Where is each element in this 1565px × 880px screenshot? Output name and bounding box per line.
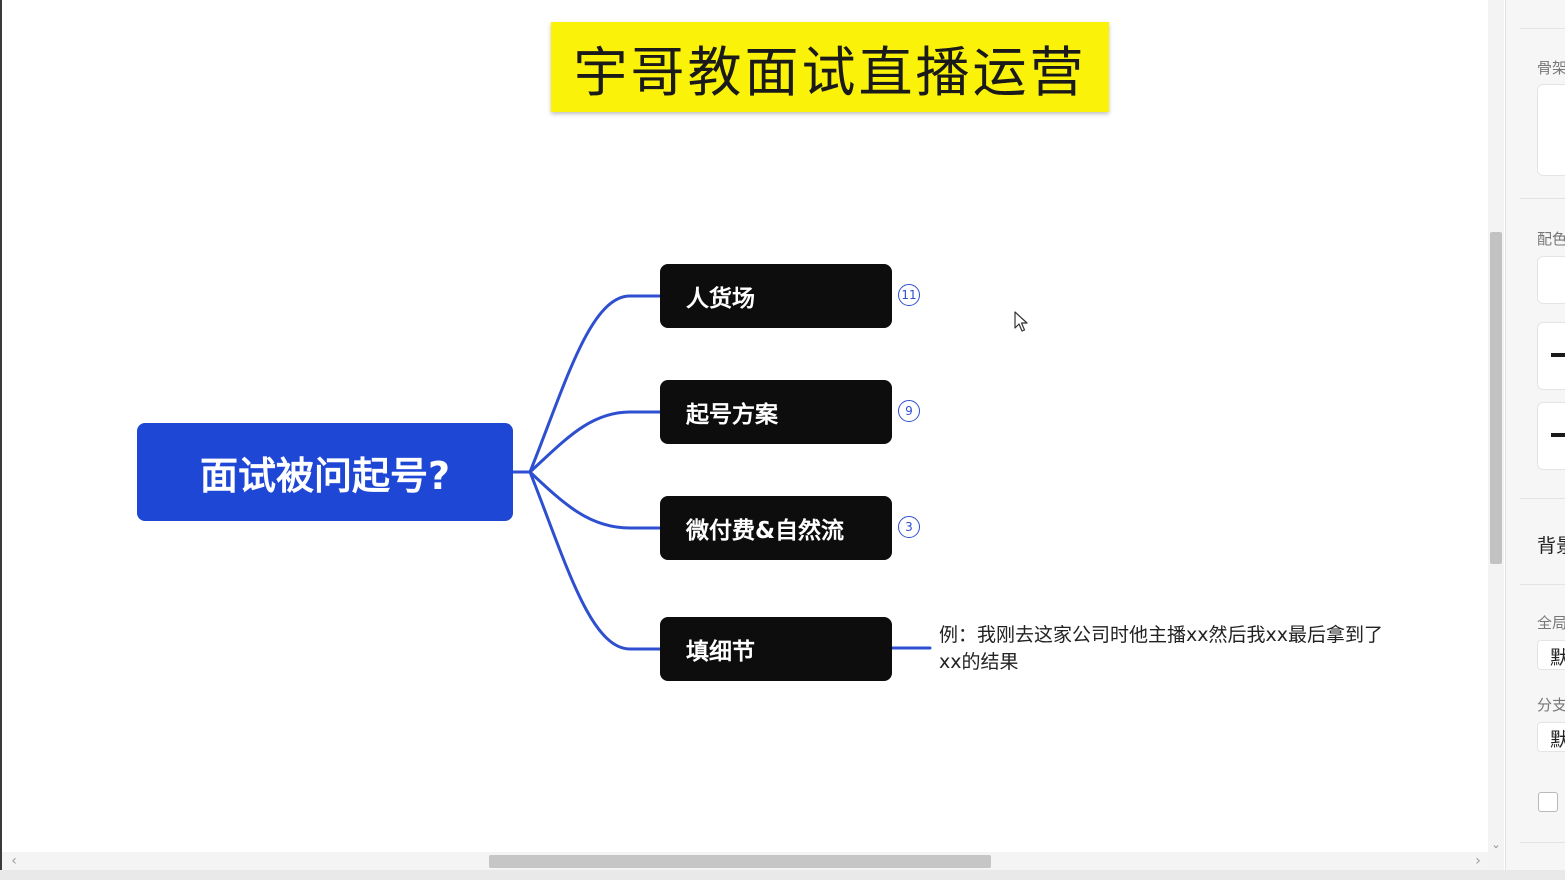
window-left-edge xyxy=(0,0,2,880)
global-font-value: 默 xyxy=(1550,643,1565,669)
connector-branch-4 xyxy=(528,470,662,651)
panel-label-color-scheme: 配色 xyxy=(1537,230,1565,248)
collapse-count-badge-1[interactable]: 11 xyxy=(898,284,920,306)
panel-divider xyxy=(1520,498,1565,499)
color-scheme-card[interactable] xyxy=(1537,256,1565,304)
collapse-count-badge-2[interactable]: 9 xyxy=(898,400,920,422)
banner-title[interactable]: 宇哥教面试直播运营 xyxy=(551,22,1109,112)
skeleton-preview-card[interactable] xyxy=(1537,84,1565,176)
branch-font-select[interactable]: 默 xyxy=(1537,722,1565,752)
vertical-scroll-thumb[interactable] xyxy=(1490,232,1502,564)
status-bar xyxy=(0,870,1565,880)
chevron-left-icon[interactable]: ‹ xyxy=(11,853,17,869)
option-checkbox[interactable] xyxy=(1538,792,1558,812)
chevron-down-icon[interactable]: ⌄ xyxy=(1491,838,1501,851)
panel-divider xyxy=(1520,198,1565,199)
horizontal-scroll-thumb[interactable] xyxy=(489,855,991,868)
panel-label-branch: 分支 xyxy=(1537,696,1565,714)
panel-label-skeleton: 骨架 xyxy=(1537,59,1565,77)
line-style-swatch-icon xyxy=(1551,353,1565,357)
branch-font-value: 默 xyxy=(1550,725,1565,751)
collapse-count-badge-3[interactable]: 3 xyxy=(898,516,920,538)
line-style-swatch-icon xyxy=(1551,433,1565,437)
chevron-right-icon[interactable]: › xyxy=(1475,853,1481,869)
panel-divider xyxy=(1520,842,1565,843)
panel-label-background: 背景 xyxy=(1537,535,1565,557)
panel-label-global: 全局 xyxy=(1537,614,1565,632)
connector-branch-1 xyxy=(528,294,662,474)
panel-divider xyxy=(1520,584,1565,585)
panel-divider xyxy=(1520,28,1565,29)
branch-topic-2[interactable]: 起号方案 xyxy=(660,380,892,444)
branch-topic-3[interactable]: 微付费&自然流 xyxy=(660,496,892,560)
connector-branch-2 xyxy=(528,410,662,474)
global-font-select[interactable]: 默 xyxy=(1537,640,1565,670)
branch-topic-4[interactable]: 填细节 xyxy=(660,617,892,681)
mouse-pointer-icon xyxy=(1014,311,1028,332)
branch-topic-1[interactable]: 人货场 xyxy=(660,264,892,328)
connector-branch-3 xyxy=(528,470,662,530)
root-topic[interactable]: 面试被问起号? xyxy=(137,423,513,521)
subtopic-note[interactable]: 例：我刚去这家公司时他主播xx然后我xx最后拿到了xx的结果 xyxy=(939,624,1383,673)
